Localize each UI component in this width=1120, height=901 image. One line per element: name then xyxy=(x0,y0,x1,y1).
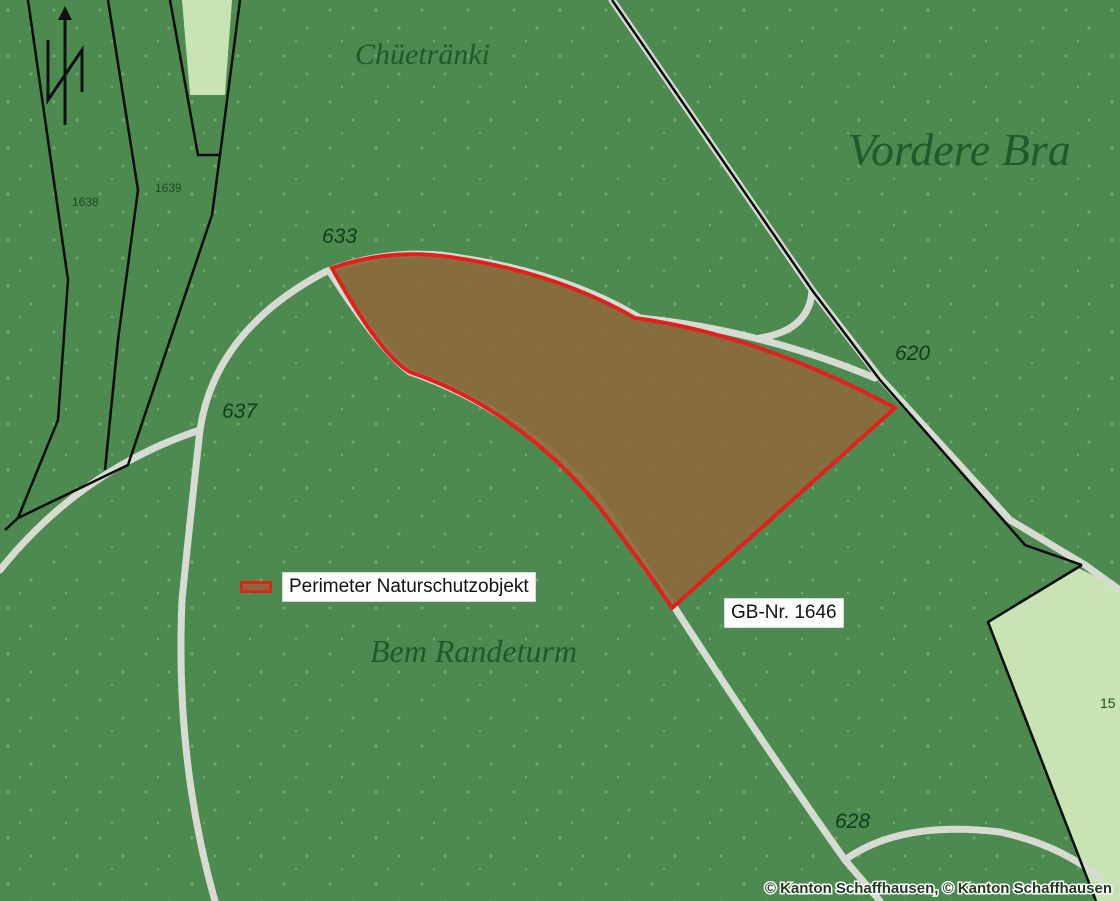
parcel-number: 1638 xyxy=(72,195,99,209)
copyright-text: © Kanton Schaffhausen, © Kanton Schaffha… xyxy=(765,880,1112,897)
elevation-label: 633 xyxy=(322,225,357,248)
legend-label: Perimeter Naturschutzobjekt xyxy=(282,572,536,602)
boundary-road-edge xyxy=(610,0,1083,567)
place-name-randeturm: Bem Randeturm xyxy=(370,633,577,669)
parcel-number: 15 xyxy=(1100,695,1116,711)
open-land-north xyxy=(182,0,232,95)
road-west xyxy=(177,426,219,901)
map-legend: Perimeter Naturschutzobjekt xyxy=(240,572,536,602)
boundary-line-1 xyxy=(16,0,70,519)
north-arrow-icon xyxy=(46,6,84,125)
elevation-label: 637 xyxy=(222,400,258,423)
place-name-vordere: Vordere Bra xyxy=(848,124,1071,175)
road-southeast xyxy=(841,825,1104,882)
elevation-label: 620 xyxy=(895,342,930,365)
boundary-line-2 xyxy=(103,0,140,471)
parcel-label: GB-Nr. 1646 xyxy=(724,598,844,628)
open-land-southeast xyxy=(988,568,1120,901)
place-name-chuetraenki: Chüetränki xyxy=(355,38,490,71)
legend-swatch-perimeter xyxy=(240,581,272,593)
elevation-label: 628 xyxy=(835,810,870,833)
boundary-line-3 xyxy=(168,0,242,157)
boundary-southeast xyxy=(986,563,1098,901)
boundary-line-4 xyxy=(4,154,222,531)
parcel-boundaries xyxy=(4,0,1098,901)
nature-reserve-perimeter[interactable] xyxy=(329,252,899,612)
road-south-end xyxy=(841,856,884,901)
parcel-number: 1639 xyxy=(155,181,182,195)
road-spur xyxy=(756,286,816,342)
